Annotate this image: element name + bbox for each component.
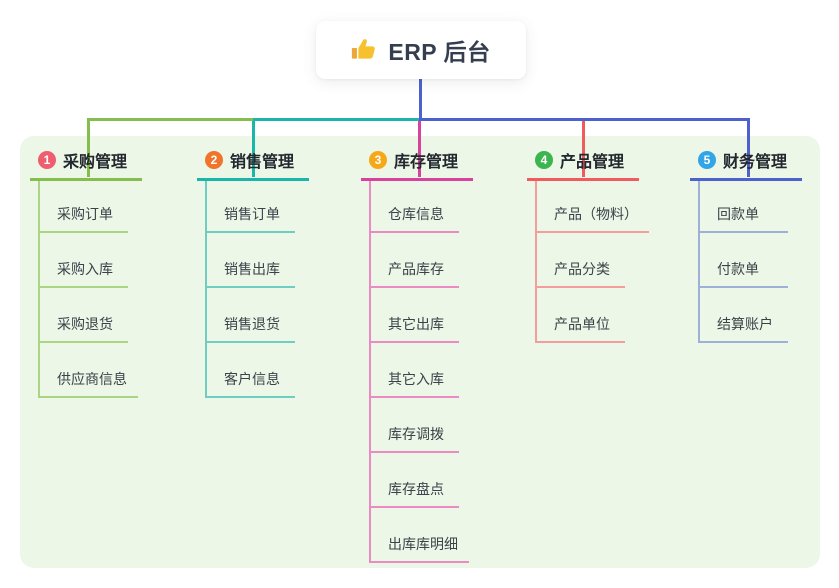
connector-drop-purchase	[87, 118, 90, 177]
branch-product-header[interactable]: 4 产品管理	[527, 148, 640, 181]
branch-sales-title: 销售管理	[230, 154, 295, 171]
node-settlement-account[interactable]: 结算账户	[700, 288, 788, 343]
mindmap-background-panel	[20, 136, 820, 568]
node-customer-info[interactable]: 客户信息	[207, 343, 295, 398]
branch-purchase-title: 采购管理	[63, 154, 128, 171]
node-sales-order[interactable]: 销售订单	[207, 181, 295, 233]
branch-finance: 5 财务管理 回款单 付款单 结算账户	[690, 148, 803, 343]
node-purchase-order[interactable]: 采购订单	[40, 181, 128, 233]
branch-product: 4 产品管理 产品（物料） 产品分类 产品单位	[527, 148, 649, 343]
branch-inventory-items: 仓库信息 产品库存 其它出库 其它入库 库存调拨 库存盘点 出库库明细	[369, 181, 469, 563]
node-other-outbound[interactable]: 其它出库	[371, 288, 459, 343]
node-product-category[interactable]: 产品分类	[537, 233, 625, 288]
badge-2: 2	[205, 151, 223, 169]
branch-purchase-header[interactable]: 1 采购管理	[30, 148, 143, 181]
node-stock-count[interactable]: 库存盘点	[371, 453, 459, 508]
branch-purchase: 1 采购管理 采购订单 采购入库 采购退货 供应商信息	[30, 148, 143, 398]
branch-product-items: 产品（物料） 产品分类 产品单位	[535, 181, 649, 343]
connector-root-drop	[419, 79, 422, 118]
connector-bar-blue	[419, 118, 750, 121]
branch-inventory: 3 库存管理 仓库信息 产品库存 其它出库 其它入库 库存调拨 库存盘点 出库库…	[361, 148, 474, 563]
node-purchase-return[interactable]: 采购退货	[40, 288, 128, 343]
badge-3: 3	[369, 151, 387, 169]
node-warehouse-info[interactable]: 仓库信息	[371, 181, 459, 233]
node-purchase-inbound[interactable]: 采购入库	[40, 233, 128, 288]
connector-drop-finance	[747, 118, 750, 177]
connector-bar-green	[87, 118, 253, 121]
badge-4: 4	[535, 151, 553, 169]
node-product-material[interactable]: 产品（物料）	[537, 181, 649, 233]
branch-finance-title: 财务管理	[723, 154, 788, 171]
connector-drop-product	[582, 118, 585, 177]
branch-finance-items: 回款单 付款单 结算账户	[698, 181, 788, 343]
node-product-stock[interactable]: 产品库存	[371, 233, 459, 288]
node-other-inbound[interactable]: 其它入库	[371, 343, 459, 398]
connector-drop-inventory	[418, 118, 421, 177]
node-stock-transfer[interactable]: 库存调拨	[371, 398, 459, 453]
branch-finance-header[interactable]: 5 财务管理	[690, 148, 803, 181]
branch-sales-header[interactable]: 2 销售管理	[197, 148, 310, 181]
node-payment-bill[interactable]: 付款单	[700, 233, 788, 288]
badge-5: 5	[698, 151, 716, 169]
node-product-unit[interactable]: 产品单位	[537, 288, 625, 343]
branch-inventory-header[interactable]: 3 库存管理	[361, 148, 474, 181]
connector-drop-sales	[252, 118, 255, 177]
node-supplier-info[interactable]: 供应商信息	[40, 343, 138, 398]
branch-product-title: 产品管理	[560, 154, 625, 171]
node-sales-outbound[interactable]: 销售出库	[207, 233, 295, 288]
root-node[interactable]: ERP 后台	[316, 21, 526, 79]
node-outbound-detail[interactable]: 出库库明细	[371, 508, 469, 563]
branch-inventory-title: 库存管理	[394, 154, 459, 171]
node-receipt-bill[interactable]: 回款单	[700, 181, 788, 233]
thumbs-up-icon	[352, 39, 376, 59]
branch-purchase-items: 采购订单 采购入库 采购退货 供应商信息	[38, 181, 138, 398]
branch-sales-items: 销售订单 销售出库 销售退货 客户信息	[205, 181, 295, 398]
branch-sales: 2 销售管理 销售订单 销售出库 销售退货 客户信息	[197, 148, 310, 398]
node-sales-return[interactable]: 销售退货	[207, 288, 295, 343]
connector-bar-teal	[253, 118, 419, 121]
badge-1: 1	[38, 151, 56, 169]
root-label: ERP 后台	[388, 39, 491, 65]
